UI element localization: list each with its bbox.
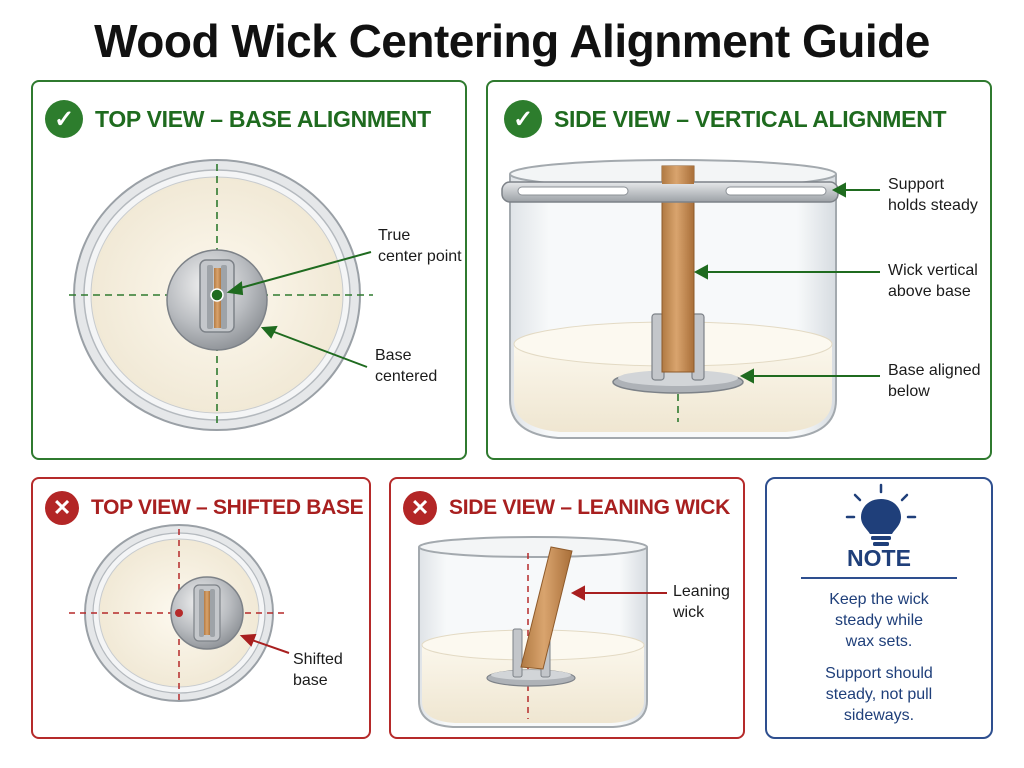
label-true-center: True center point bbox=[378, 227, 462, 265]
x-icon: ✕ bbox=[403, 491, 437, 525]
panel-top-view-shifted: ✕ TOP VIEW – SHIFTED BASE bbox=[31, 477, 371, 739]
panel-heading-text: SIDE VIEW – VERTICAL ALIGNMENT bbox=[554, 105, 947, 132]
wick-base-shifted bbox=[170, 576, 244, 650]
center-point-marker bbox=[210, 288, 224, 302]
panel-heading: ✓ SIDE VIEW – VERTICAL ALIGNMENT bbox=[504, 100, 947, 138]
panel-side-view-leaning: ✕ SIDE VIEW – LEANING WICK bbox=[389, 477, 745, 739]
check-icon: ✓ bbox=[45, 100, 83, 138]
leader-lines bbox=[693, 182, 880, 384]
wick-base bbox=[612, 313, 744, 394]
label-support: Support holds steady bbox=[888, 176, 978, 214]
label-base-centered: Base centered bbox=[375, 347, 438, 385]
panel-heading: ✓ TOP VIEW – BASE ALIGNMENT bbox=[45, 100, 431, 138]
label-wick-vertical: Wick vertical above base bbox=[888, 262, 978, 300]
wick-support-bar bbox=[501, 181, 839, 203]
label-base-aligned: Base aligned below bbox=[888, 362, 981, 400]
page-title: Wood Wick Centering Alignment Guide bbox=[94, 15, 930, 67]
lightbulb-icon bbox=[845, 483, 917, 546]
panel-heading-text: SIDE VIEW – LEANING WICK bbox=[449, 496, 730, 519]
leader-lines bbox=[570, 585, 667, 601]
note-text-1: Keep the wick steady while wax sets. bbox=[829, 591, 929, 650]
panel-top-view-alignment: ✓ TOP VIEW – BASE ALIGNMENT bbox=[31, 80, 467, 460]
panel-heading-text: TOP VIEW – BASE ALIGNMENT bbox=[95, 105, 431, 132]
panel-heading: ✕ TOP VIEW – SHIFTED BASE bbox=[45, 491, 364, 525]
panel-side-view-alignment: ✓ SIDE VIEW – VERTICAL ALIGNMENT bbox=[486, 80, 992, 460]
leader-lines bbox=[226, 251, 372, 368]
leader-lines bbox=[239, 633, 290, 654]
note-divider bbox=[801, 577, 957, 579]
check-icon: ✓ bbox=[504, 100, 542, 138]
note-text-2: Support should steady, not pull sideways… bbox=[825, 665, 933, 724]
true-center-marker bbox=[175, 609, 183, 617]
x-icon: ✕ bbox=[45, 491, 79, 525]
panel-heading-text: TOP VIEW – SHIFTED BASE bbox=[91, 496, 364, 519]
leaning-wood-wick bbox=[520, 546, 573, 670]
label-shifted-base: Shifted base bbox=[293, 651, 343, 689]
panel-heading: ✕ SIDE VIEW – LEANING WICK bbox=[403, 491, 730, 525]
wood-wick-top bbox=[662, 166, 694, 184]
label-leaning-wick: Leaning wick bbox=[673, 583, 730, 621]
side-view-leaning-diagram bbox=[418, 536, 667, 728]
side-view-diagram bbox=[501, 159, 880, 439]
note-title: NOTE bbox=[847, 545, 911, 571]
top-view-shifted-diagram bbox=[69, 524, 290, 703]
panel-note: NOTE Keep the wick steady while wax sets… bbox=[765, 477, 993, 739]
top-view-diagram bbox=[69, 159, 373, 431]
